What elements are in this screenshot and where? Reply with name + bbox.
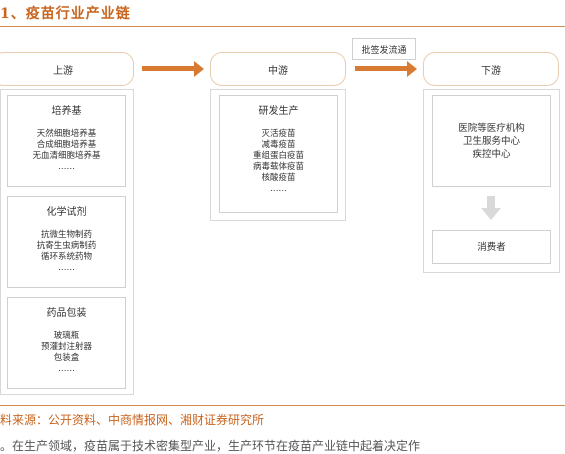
arrow-label: 批签发流通 — [361, 45, 407, 56]
arrow-right-icon — [355, 61, 417, 77]
stage-midstream: 中游 — [210, 52, 346, 86]
card-line: 卫生服务中心 — [462, 135, 520, 147]
card-line: 天然细胞培养基 — [36, 129, 97, 139]
upstream-card-packaging: 药品包装 玻璃瓶 预灌封注射器 包装盒 …… — [7, 297, 126, 389]
stage-downstream-label: 下游 — [481, 65, 501, 77]
stage-midstream-label: 中游 — [268, 65, 288, 77]
section-title: 1、疫苗行业产业链 — [0, 6, 131, 22]
stage-upstream: 上游 — [0, 52, 134, 86]
card-line: …… — [58, 364, 75, 374]
card-line: …… — [270, 184, 287, 194]
card-line: …… — [58, 263, 75, 273]
card-title: 化学试剂 — [46, 207, 87, 218]
downstream-card: 医院等医疗机构 卫生服务中心 疾控中心 — [432, 95, 551, 187]
card-line: 核酸疫苗 — [261, 173, 296, 183]
card-line: 合成细胞培养基 — [36, 140, 97, 150]
upstream-card-reagents: 化学试剂 抗微生物制药 抗寄生虫病制药 循环系统药物 …… — [7, 196, 126, 288]
midstream-card: 研发生产 灭活疫苗 减毒疫苗 重组蛋白疫苗 病毒载体疫苗 核酸疫苗 …… — [219, 95, 338, 213]
card-line: 循环系统药物 — [40, 252, 92, 262]
card-line: 无血清细胞培养基 — [32, 151, 101, 161]
card-line: 病毒载体疫苗 — [252, 162, 304, 172]
card-line: 包装盒 — [53, 353, 80, 363]
source-divider — [0, 405, 565, 406]
card-title: 药品包装 — [46, 308, 87, 319]
stage-downstream: 下游 — [423, 52, 559, 86]
card-line: 重组蛋白疫苗 — [252, 151, 304, 161]
card-line: 灭活疫苗 — [261, 129, 296, 139]
card-line: 减毒疫苗 — [261, 140, 296, 150]
title-divider — [0, 26, 565, 27]
card-line: 玻璃瓶 — [53, 331, 80, 341]
body-text: 。在生产领域，疫苗属于技术密集型产业，生产环节在疫苗产业链中起着决定作 — [0, 439, 421, 453]
card-title: 研发生产 — [258, 106, 299, 117]
consumer-label: 消费者 — [477, 241, 506, 253]
arrow-right-icon — [142, 61, 204, 77]
card-line: 疾控中心 — [472, 148, 511, 160]
card-line: …… — [58, 162, 75, 172]
card-line: 抗微生物制药 — [40, 230, 92, 240]
card-line: 抗寄生虫病制药 — [36, 241, 97, 251]
consumer-card: 消费者 — [432, 230, 551, 264]
card-line: 预灌封注射器 — [40, 342, 92, 352]
arrow-label-box: 批签发流通 — [352, 38, 416, 60]
card-line: 医院等医疗机构 — [458, 122, 525, 134]
card-title: 培养基 — [51, 106, 82, 117]
stage-upstream-label: 上游 — [53, 65, 73, 77]
upstream-card-medium: 培养基 天然细胞培养基 合成细胞培养基 无血清细胞培养基 …… — [7, 95, 126, 187]
source-note: 料来源：公开资料、中商情报网、湘财证券研究所 — [0, 413, 265, 427]
arrow-down-icon — [481, 196, 501, 222]
